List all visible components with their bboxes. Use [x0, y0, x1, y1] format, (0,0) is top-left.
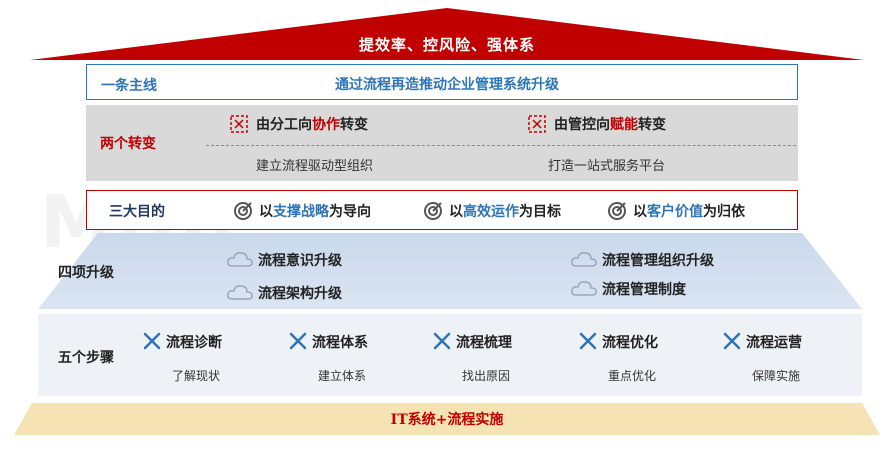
upgrade-4: 流程管理制度	[602, 282, 686, 298]
tools-icon	[143, 332, 161, 350]
step-2-sub: 建立体系	[318, 369, 367, 383]
roof-title: 提效率、控风险、强体系	[358, 36, 535, 54]
aim-1: 以支撑战略为导向	[259, 201, 371, 221]
aim-1-post: 为导向	[329, 204, 371, 220]
upgrade-3: 流程管理组织升级	[602, 253, 714, 269]
aim-1-pre: 以	[259, 204, 273, 220]
cross-box-icon	[230, 115, 248, 133]
step-1-title: 流程诊断	[166, 335, 222, 351]
aim-3-pre: 以	[633, 204, 647, 220]
aim-2-pre: 以	[449, 204, 463, 220]
step-4-sub: 重点优化	[608, 369, 657, 383]
main-line-row: 一条主线 通过流程再造推动企业管理系统升级	[86, 64, 798, 100]
step-4-title: 流程优化	[602, 335, 658, 351]
shift-1-post: 转变	[340, 117, 368, 133]
upgrade-1: 流程意识升级	[258, 253, 342, 269]
aim-2: 以高效运作为目标	[449, 201, 561, 221]
main-line-text: 通过流程再造推动企业管理系统升级	[335, 77, 559, 93]
three-aims-row: 三大目的 以支撑战略为导向 以高效运作为目标 以客户价值为归依	[86, 190, 798, 230]
step-3-sub: 找出原因	[462, 369, 511, 383]
two-shifts-row: 两个转变 由分工向协作转变 由管控向赋能转变 建立流程驱动型组织 打造一站式服务…	[86, 105, 798, 181]
five-steps-band	[38, 314, 862, 396]
foundation-text: IT系统+流程实施	[390, 412, 504, 428]
shift-2-post: 转变	[638, 117, 666, 133]
target-icon	[424, 202, 442, 220]
shift-2-sub: 打造一站式服务平台	[548, 159, 666, 174]
tools-icon	[579, 332, 597, 350]
cloud-icon	[571, 252, 597, 267]
four-upgrades-label: 四项升级	[58, 265, 114, 281]
shift-1-sub: 建立流程驱动型组织	[256, 159, 374, 174]
cloud-icon	[227, 252, 253, 267]
step-5-title: 流程运营	[746, 335, 802, 351]
step-3-title: 流程梳理	[456, 335, 512, 351]
five-steps-label: 五个步骤	[58, 350, 114, 366]
step-2-title: 流程体系	[312, 335, 368, 351]
divider-dashed	[206, 145, 796, 146]
aim-2-highlight: 高效运作	[463, 204, 519, 220]
aim-2-post: 为目标	[519, 204, 561, 220]
aim-3: 以客户价值为归依	[633, 201, 745, 221]
tools-icon	[289, 332, 307, 350]
four-upgrades-band	[38, 233, 862, 309]
aim-1-highlight: 支撑战略	[273, 204, 329, 220]
shift-2-highlight: 赋能	[610, 117, 638, 133]
aim-3-highlight: 客户价值	[647, 204, 703, 220]
step-5-sub: 保障实施	[752, 369, 801, 383]
target-icon	[234, 202, 252, 220]
foundation-band	[14, 403, 880, 435]
cloud-icon	[571, 281, 597, 296]
target-icon	[608, 202, 626, 220]
aim-3-post: 为归依	[703, 204, 745, 220]
cloud-icon	[227, 285, 253, 300]
main-line-label: 一条主线	[101, 78, 157, 94]
upgrade-2: 流程架构升级	[258, 286, 342, 302]
shift-1-pre: 由分工向	[256, 117, 312, 133]
roof-banner	[30, 8, 864, 60]
tools-icon	[723, 332, 741, 350]
shift-1-highlight: 协作	[312, 117, 340, 133]
two-shifts-label: 两个转变	[100, 136, 156, 152]
tools-icon	[433, 332, 451, 350]
shift-2-pre: 由管控向	[554, 117, 610, 133]
shift-1: 由分工向协作转变	[256, 114, 368, 134]
cross-box-icon	[528, 115, 546, 133]
step-1-sub: 了解现状	[172, 369, 221, 383]
three-aims-label: 三大目的	[109, 204, 165, 220]
shift-2: 由管控向赋能转变	[554, 114, 666, 134]
